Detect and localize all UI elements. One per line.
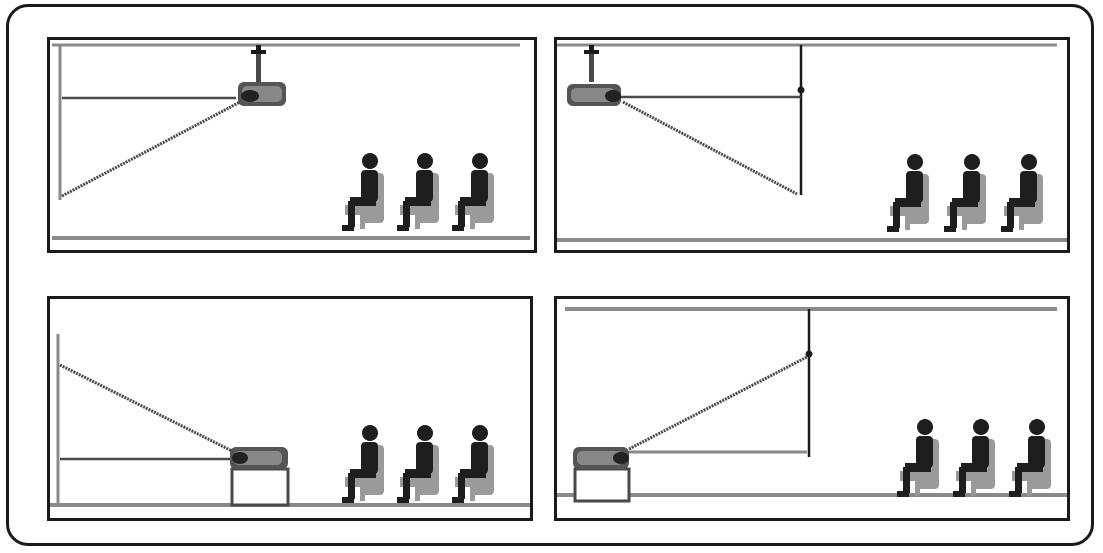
ceiling-projector-icon xyxy=(238,45,286,106)
panel-table-mount-front xyxy=(47,296,533,521)
panel-ceiling-mount-rear xyxy=(554,37,1070,253)
projection-beam xyxy=(622,100,798,196)
panel-2-drawing xyxy=(557,43,1067,242)
table-icon xyxy=(573,467,631,503)
projection-beam xyxy=(628,355,808,451)
audience-icon xyxy=(342,153,494,231)
panel-ceiling-mount-front xyxy=(47,37,537,253)
panel-table-mount-rear xyxy=(554,296,1070,521)
panel-3-drawing xyxy=(50,334,530,507)
projection-beam xyxy=(61,100,241,198)
screen-center-dot xyxy=(805,350,813,358)
table-icon xyxy=(230,467,290,507)
audience-icon xyxy=(887,154,1043,232)
projection-beam xyxy=(59,363,233,453)
projector-icon xyxy=(573,447,629,469)
panel-4-drawing xyxy=(557,307,1067,503)
audience-icon xyxy=(342,425,494,503)
audience-icon xyxy=(897,419,1051,497)
projector-icon xyxy=(230,447,288,469)
ceiling-projector-icon xyxy=(567,45,621,106)
panel-1-drawing xyxy=(52,43,530,240)
screen-center-dot xyxy=(797,86,805,94)
